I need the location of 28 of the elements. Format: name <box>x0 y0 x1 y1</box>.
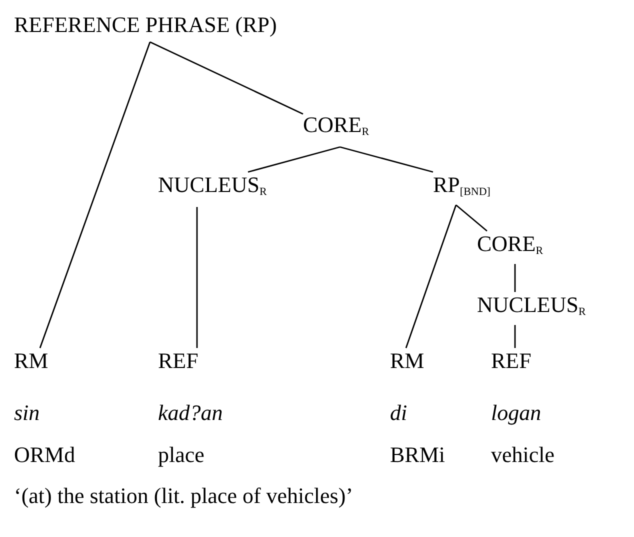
branch-line <box>514 264 516 292</box>
gloss-word: BRMi <box>390 442 446 468</box>
gloss-word: ORMd <box>14 442 76 468</box>
category-label: CORE$_{R}$ <box>303 112 370 145</box>
branch-line <box>39 42 151 348</box>
category-label: RM <box>14 348 48 374</box>
category-label: REFERENCE PHRASE (RP) <box>14 12 277 38</box>
branch-line <box>340 146 434 173</box>
translation-text: ‘(at) the station (lit. place of vehicles)’ <box>14 483 354 509</box>
example-word: kad?an <box>158 400 223 426</box>
category-label: CORE$_{R}$ <box>477 231 544 264</box>
category-label: REF <box>491 348 532 374</box>
category-label: NUCLEUS$_{R}$ <box>158 172 267 205</box>
branch-line <box>150 41 304 115</box>
gloss-word: place <box>158 442 204 468</box>
example-word: sin <box>14 400 40 426</box>
branch-line <box>248 146 340 173</box>
category-label: RM <box>390 348 424 374</box>
gloss-word: vehicle <box>491 442 555 468</box>
branch-line <box>196 207 198 348</box>
category-label: NUCLEUS$_{R}$ <box>477 292 586 325</box>
example-word: logan <box>491 400 542 426</box>
branch-line <box>405 204 457 348</box>
example-word: di <box>390 400 408 426</box>
category-label: REF <box>158 348 198 374</box>
branch-line <box>514 325 516 348</box>
branch-line <box>456 204 488 232</box>
category-label: RP$_{[BND]}$ <box>433 172 490 205</box>
